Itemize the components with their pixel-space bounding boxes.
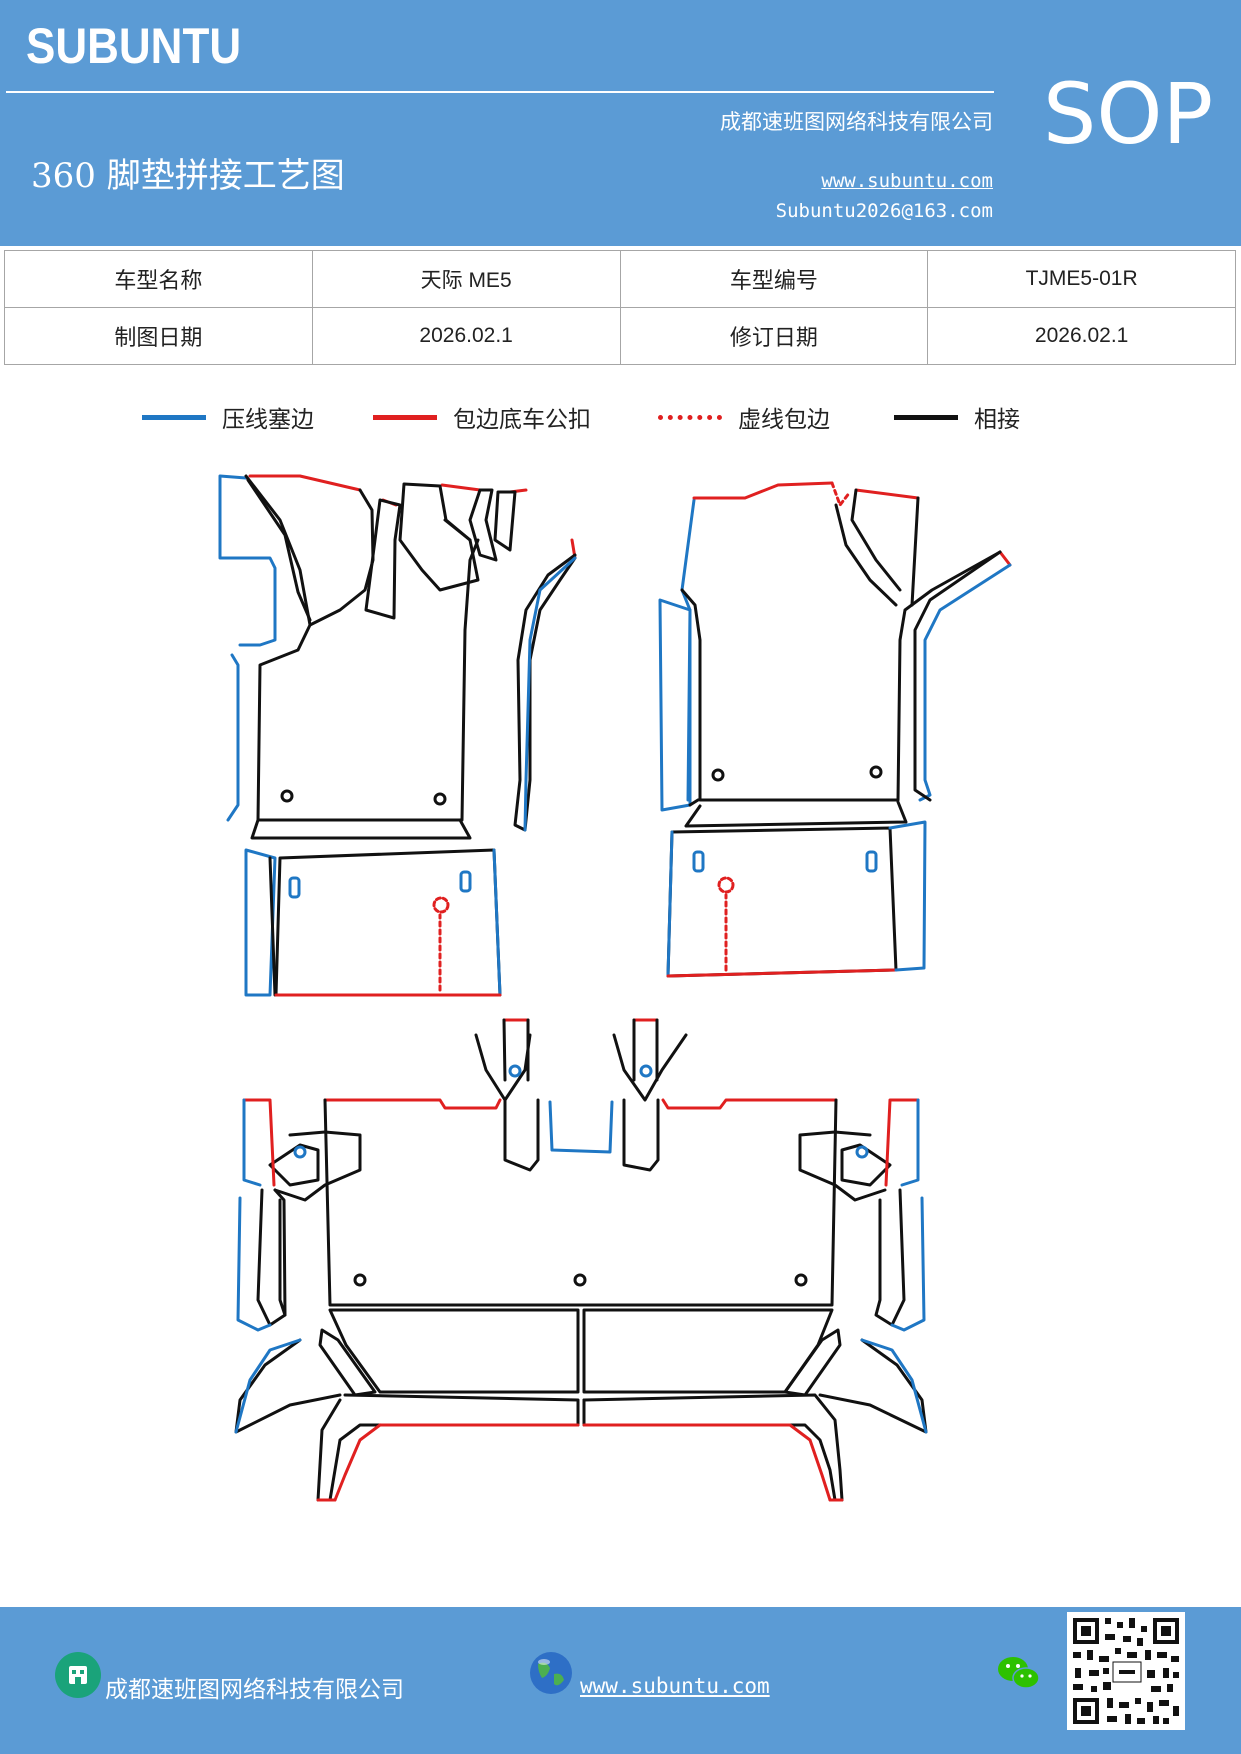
legend-item-dotted-edge: 虚线包边 (658, 400, 830, 434)
vehicle-info-table: 车型名称 天际 ME5 车型编号 TJME5-01R 制图日期 2026.02.… (4, 250, 1236, 365)
legend-label: 包边底车公扣 (453, 407, 591, 433)
legend-swatch-black (894, 414, 958, 420)
front-left-mat (218, 474, 577, 997)
model-name-label: 车型名称 (4, 250, 313, 308)
brand-logo-text: SUBUNTU (26, 18, 242, 74)
legend-item-joint: 相接 (894, 400, 1020, 434)
legend-swatch-red (373, 414, 437, 420)
draw-date-label: 制图日期 (4, 307, 313, 365)
model-code-value: TJME5-01R (927, 250, 1236, 308)
rear-mat (234, 1018, 928, 1502)
footer-company-name: 成都速班图网络科技有限公司 (105, 1677, 404, 1703)
model-name-value: 天际 ME5 (311, 250, 621, 308)
building-icon (55, 1652, 101, 1698)
table-row: 车型名称 天际 ME5 车型编号 TJME5-01R (4, 250, 1236, 308)
model-code-label: 车型编号 (619, 250, 929, 308)
legend-label: 相接 (974, 407, 1020, 433)
header-banner (0, 0, 1241, 246)
legend-swatch-blue (142, 414, 206, 420)
qr-code (1067, 1612, 1185, 1730)
wechat-icon[interactable] (996, 1652, 1042, 1694)
legend-swatch-red-dotted (658, 414, 722, 420)
sop-badge: SOP (1043, 65, 1214, 163)
header-email: Subuntu2026@163.com (775, 200, 993, 222)
front-right-mat (658, 481, 1012, 978)
draw-date-value: 2026.02.1 (311, 307, 621, 365)
legend-label: 压线塞边 (222, 407, 314, 433)
revision-date-label: 修订日期 (619, 307, 929, 365)
footer-website-link[interactable]: www.subuntu.com (580, 1674, 770, 1698)
revision-date-value: 2026.02.1 (927, 307, 1236, 365)
page-title: 360 脚垫拼接工艺图 (31, 156, 345, 196)
line-legend: 压线塞边 包边底车公扣 虚线包边 相接 (0, 400, 1241, 440)
header-website-link[interactable]: www.subuntu.com (821, 170, 993, 192)
legend-label: 虚线包边 (738, 407, 830, 433)
table-row: 制图日期 2026.02.1 修订日期 2026.02.1 (4, 307, 1236, 365)
header-company-name: 成都速班图网络科技有限公司 (720, 110, 993, 134)
floor-mat-diagram (218, 474, 1012, 1502)
legend-item-press-line: 压线塞边 (142, 400, 314, 434)
globe-icon (528, 1650, 574, 1696)
legend-item-edge-buckle: 包边底车公扣 (373, 400, 591, 434)
header-divider (6, 91, 994, 93)
